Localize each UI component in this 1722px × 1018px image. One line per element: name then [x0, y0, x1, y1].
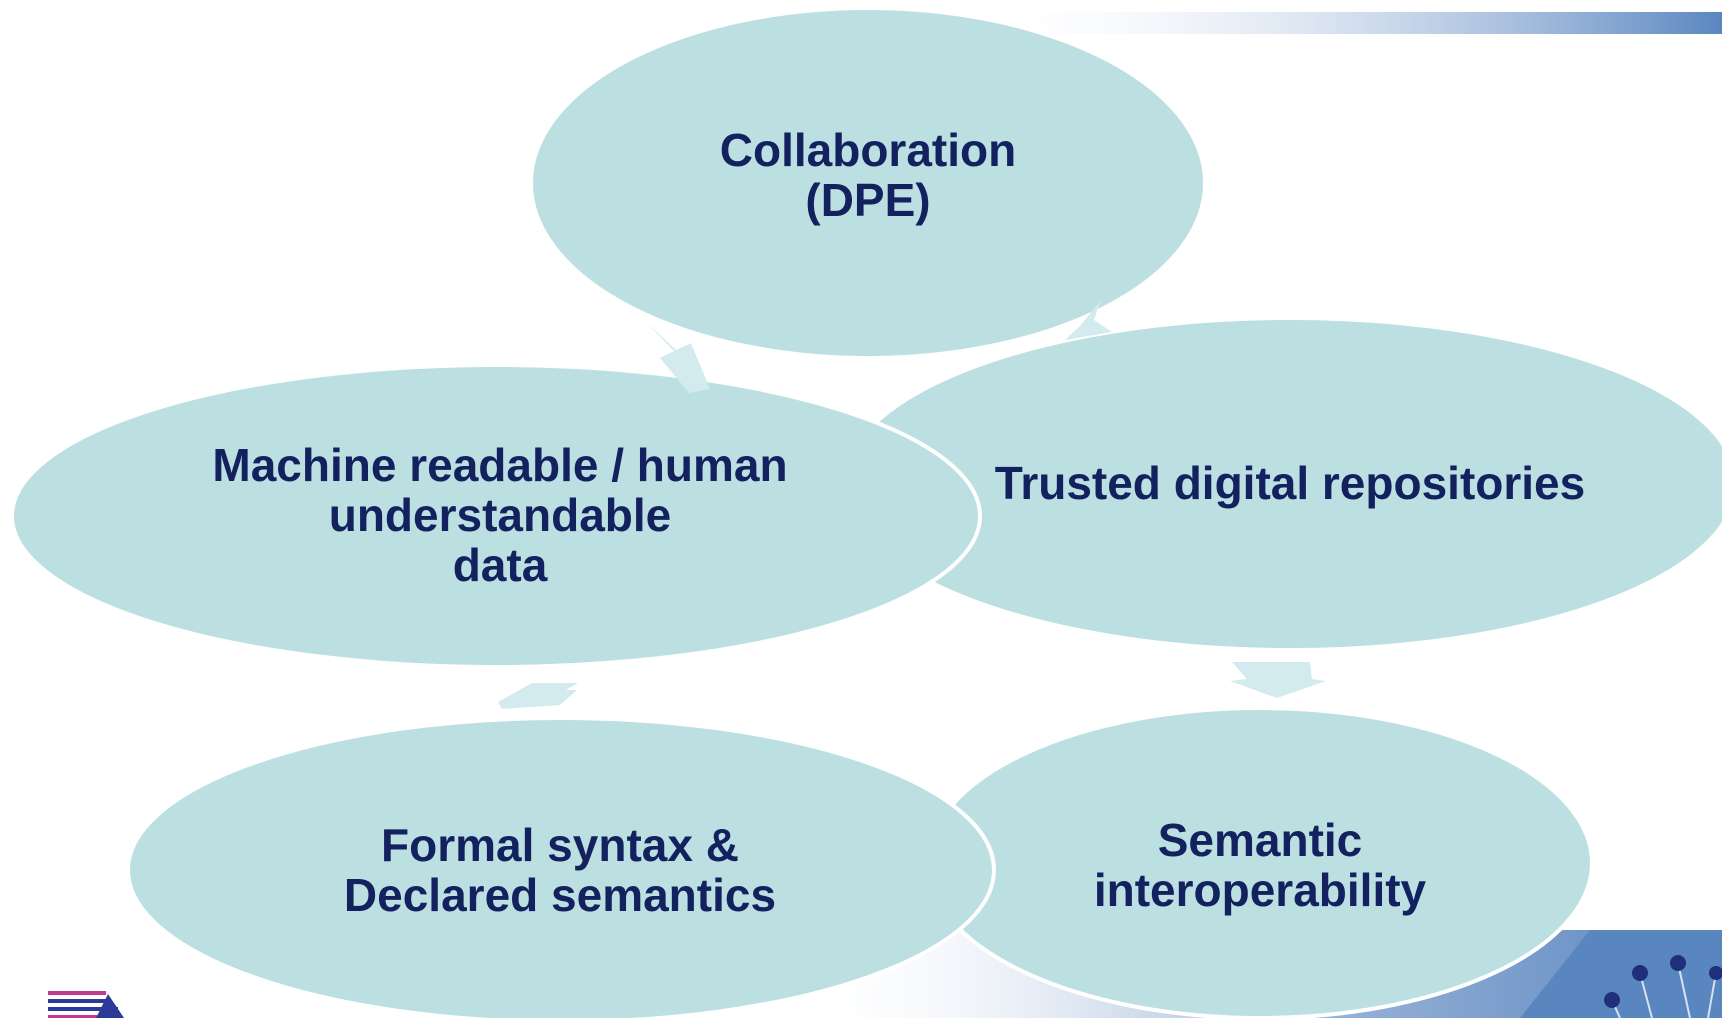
node-label-collaboration: Collaboration (DPE) — [719, 124, 1017, 226]
top-banner — [960, 12, 1722, 34]
arrow-collaboration-to-trusted — [1065, 300, 1112, 340]
arrow-trusted-to-semantic — [1230, 662, 1326, 698]
arrow-machine-to-collaboration — [646, 322, 710, 393]
logo-icon — [48, 991, 124, 1018]
node-label-semantic-interoperability: Semantic interoperability — [1093, 814, 1427, 916]
node-label-machine-readable: Machine readable / human understandable … — [212, 439, 788, 591]
node-label-formal-syntax: Formal syntax & Declared semantics — [343, 819, 777, 921]
node-label-trusted-repositories: Trusted digital repositories — [994, 457, 1586, 509]
ellipse-machine-readable — [10, 363, 982, 669]
arrow-formal-to-machine — [498, 683, 578, 709]
dot-cluster-icon — [1604, 955, 1722, 1018]
ellipse-collaboration — [529, 6, 1207, 360]
ellipse-formal-syntax — [126, 716, 996, 1018]
bottom-right-panel — [1520, 930, 1722, 1018]
